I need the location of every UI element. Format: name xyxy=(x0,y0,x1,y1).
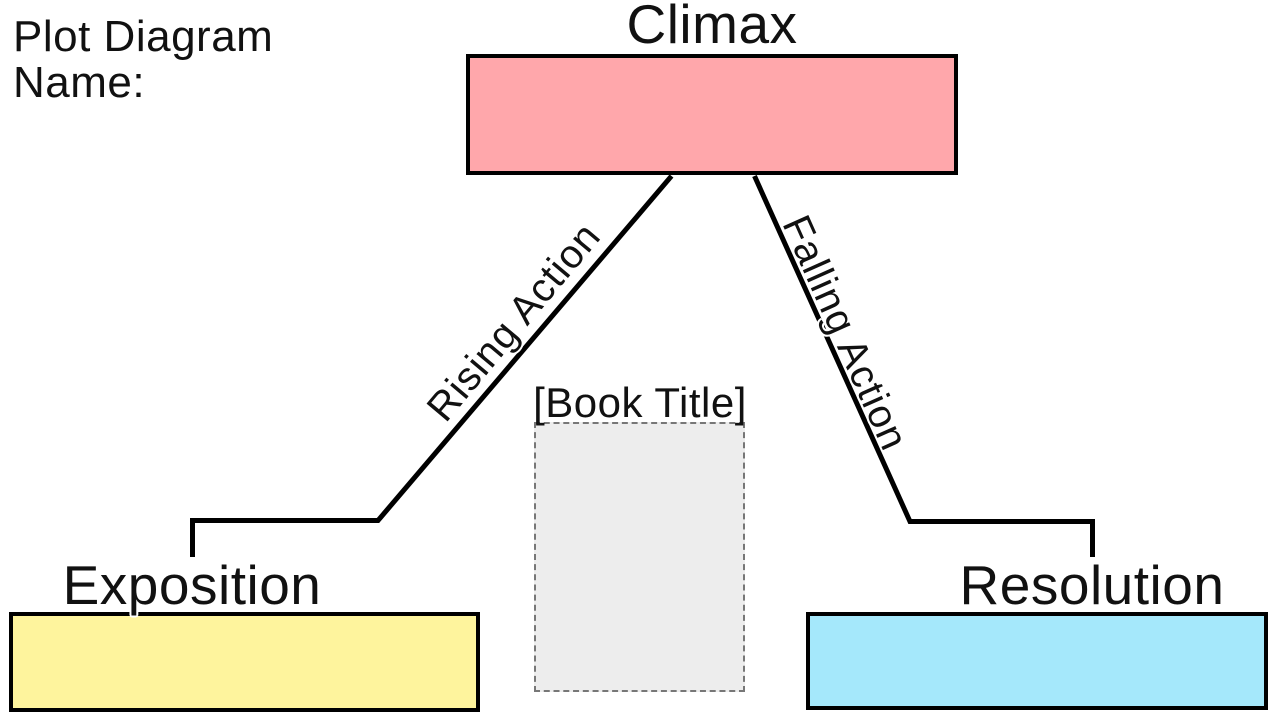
climax-box[interactable] xyxy=(466,54,958,175)
rising-action-line xyxy=(190,174,674,557)
page-title: Plot Diagram xyxy=(13,12,274,61)
name-label: Name: xyxy=(13,58,146,107)
exposition-label: Exposition xyxy=(62,554,322,616)
exposition-box[interactable] xyxy=(9,612,480,712)
resolution-box[interactable] xyxy=(806,612,1268,710)
climax-label: Climax xyxy=(626,0,798,55)
book-title-label: [Book Title] xyxy=(533,379,747,426)
falling-action-line xyxy=(752,174,1095,557)
resolution-label: Resolution xyxy=(959,554,1225,616)
book-title-placeholder[interactable] xyxy=(534,422,745,692)
page-header: Plot Diagram Name: xyxy=(13,14,273,106)
